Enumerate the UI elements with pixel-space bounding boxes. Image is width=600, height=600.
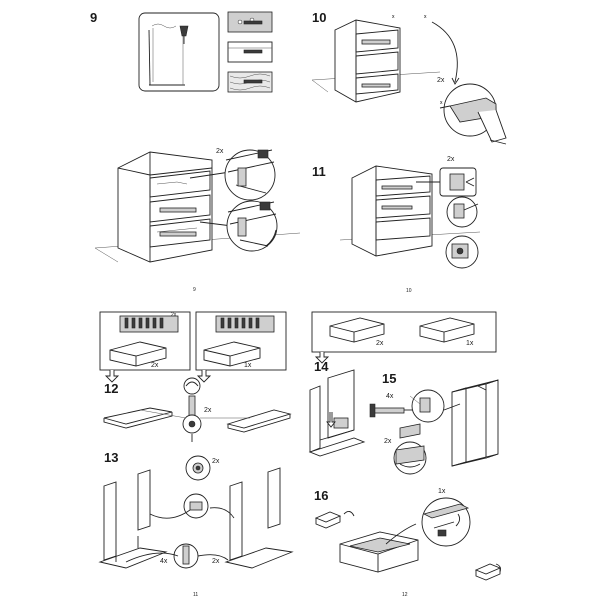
step-9b-dresser-illustration	[94, 149, 301, 263]
page-top-right: 10 11 x x x 2x	[300, 0, 600, 300]
step-12-number: 12	[104, 381, 119, 396]
step-16-number: 16	[314, 488, 329, 503]
svg-text:x: x	[424, 14, 427, 20]
step-9-wall-detail	[138, 11, 273, 93]
step-16-quantity: 1x	[438, 488, 446, 495]
step-10-quantity: 2x	[437, 77, 445, 84]
step-11-quantity: 2x	[447, 156, 455, 163]
step-11-bracket-illustration	[339, 165, 481, 269]
page-folio-bottom-right: 12	[402, 592, 408, 598]
page-folio-top-right: 10	[406, 288, 412, 294]
drawer-right-quantity: 1x	[466, 340, 474, 347]
step-13-bottom-left-quantity: 4x	[160, 558, 168, 565]
step-15-drawer-rail-illustration	[369, 379, 499, 475]
step-13-top-quantity: 2x	[212, 458, 220, 465]
drawer-left-quantity: 2x	[376, 340, 384, 347]
box-contents-panels	[99, 311, 287, 383]
box-left-hardware-quantity: 2x	[171, 312, 177, 318]
step-9-number: 9	[90, 10, 98, 25]
step-14-drawer-front-illustration	[308, 369, 366, 457]
step-15-screw-quantity: 4x	[386, 393, 394, 400]
step-16-drawer-insert-illustration	[314, 497, 502, 581]
svg-text:x: x	[392, 14, 395, 20]
page-top-left: 9	[0, 0, 301, 300]
step-10-number: 10	[312, 10, 327, 25]
page-folio-bottom-left: 11	[193, 592, 199, 598]
svg-text:x: x	[440, 100, 443, 106]
step-14-number: 14	[314, 359, 329, 374]
page-bottom-right: 2x 1x 14 15 4x 2x 16	[300, 300, 600, 600]
page-bottom-left: 2x 2x 1x 12 2x 13	[0, 300, 300, 600]
box-left-quantity: 2x	[151, 362, 159, 369]
step-15-number: 15	[382, 371, 397, 386]
step-12-panel-illustration	[103, 377, 292, 442]
step-12-quantity: 2x	[204, 407, 212, 414]
page-folio-top-left: 9	[193, 287, 196, 293]
step-13-bottom-right-quantity: 2x	[212, 558, 220, 565]
drawer-contents-panel	[311, 311, 497, 364]
step-13-number: 13	[104, 450, 119, 465]
step-10-wall-anchor-illustration: x x x	[311, 14, 507, 145]
step-9b-quantity: 2x	[216, 148, 224, 155]
box-right-quantity: 1x	[244, 362, 252, 369]
step-11-number: 11	[312, 164, 326, 179]
step-13-frame-illustration	[98, 455, 294, 569]
step-15-rail-quantity: 2x	[384, 438, 392, 445]
